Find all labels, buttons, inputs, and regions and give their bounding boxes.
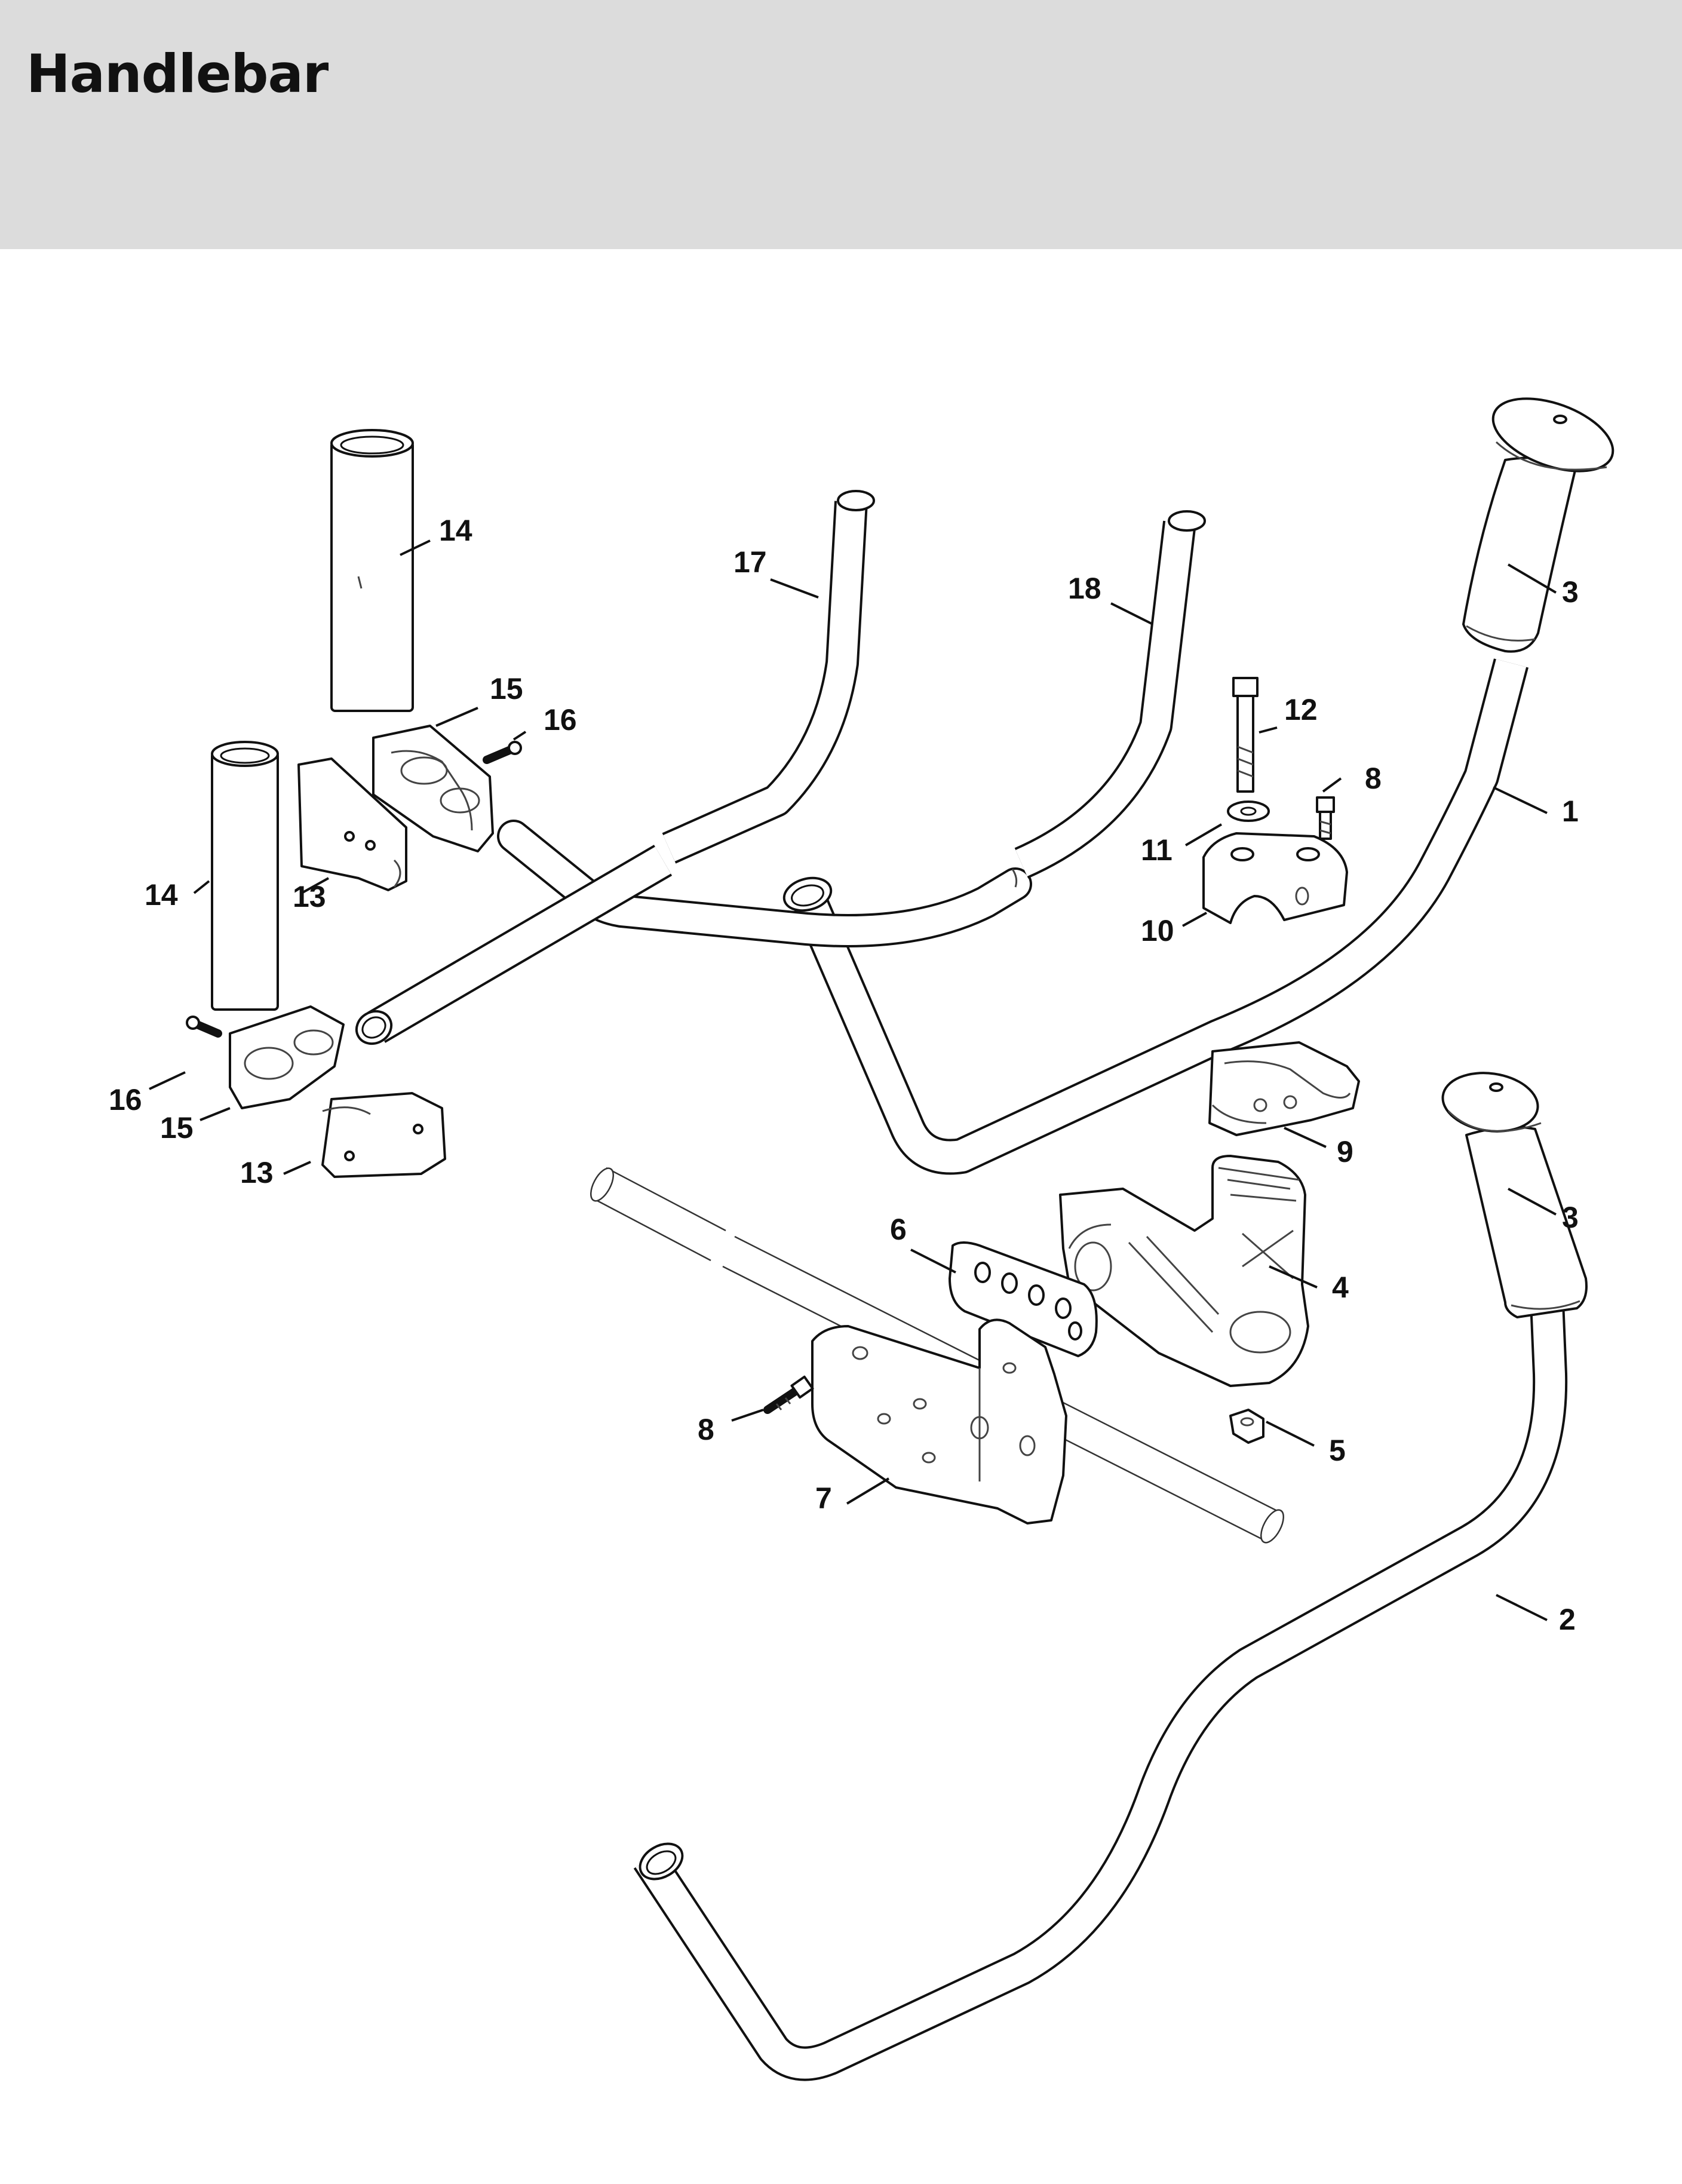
nut-5	[1229, 1409, 1264, 1444]
plate-6	[949, 1241, 1098, 1357]
handlebar-upper	[782, 658, 1529, 1175]
screw-16-upper	[483, 741, 522, 764]
callout-9: 9	[1337, 1135, 1353, 1168]
clamp-10	[1202, 832, 1348, 924]
leader-lines	[149, 539, 1557, 1621]
callout-13b: 13	[240, 1156, 274, 1189]
callout-11: 11	[1141, 833, 1173, 867]
clamp-13-upper	[297, 757, 407, 891]
header-band: Handlebar	[0, 0, 1682, 249]
callout-6: 6	[890, 1213, 907, 1246]
screw-8-upper	[1316, 796, 1335, 840]
page-title: Handlebar	[26, 43, 329, 105]
callout-3b: 3	[1562, 1201, 1579, 1234]
grip-upper	[1462, 397, 1615, 653]
clamp-15-lower	[229, 1005, 345, 1109]
clamp-15-upper	[372, 725, 494, 852]
callout-16b: 16	[109, 1083, 142, 1116]
frame-tube-17-18	[497, 490, 1206, 947]
callout-12: 12	[1284, 693, 1318, 726]
callout-16a: 16	[544, 703, 577, 737]
callout-18: 18	[1068, 572, 1101, 605]
clamp-9	[1208, 1041, 1360, 1136]
callout-labels: 1 2 3 3 4 5 6 7 8 8 9 10 11 12 13 13 14 …	[109, 514, 1579, 1636]
callout-4: 4	[1332, 1271, 1349, 1304]
grip-lower	[1441, 1072, 1588, 1318]
screw-8-lower	[763, 1375, 814, 1414]
callout-3a: 3	[1562, 575, 1579, 609]
callout-10: 10	[1141, 914, 1174, 947]
tube-lower-14	[211, 741, 279, 1011]
callout-17: 17	[733, 545, 767, 579]
bracket-7	[811, 1318, 1067, 1524]
straight-tube	[355, 845, 673, 1045]
mount-bracket-4	[1059, 1155, 1309, 1387]
handlebar-lower	[633, 1301, 1568, 2081]
bolt-12	[1232, 677, 1259, 793]
callout-13a: 13	[293, 880, 326, 913]
callout-14a: 14	[439, 514, 472, 547]
callout-7: 7	[815, 1481, 832, 1515]
callout-15a: 15	[490, 672, 523, 705]
callout-1: 1	[1562, 795, 1579, 828]
callout-8b: 8	[698, 1413, 714, 1446]
washer-11	[1227, 800, 1270, 822]
callout-2: 2	[1559, 1603, 1576, 1636]
tube-upper-14	[330, 429, 414, 712]
callout-14b: 14	[145, 878, 178, 912]
callout-15b: 15	[160, 1111, 194, 1145]
callout-5: 5	[1329, 1434, 1346, 1467]
screw-16-lower	[186, 1016, 222, 1038]
clamp-13-lower	[321, 1092, 446, 1178]
callout-8a: 8	[1365, 762, 1382, 795]
